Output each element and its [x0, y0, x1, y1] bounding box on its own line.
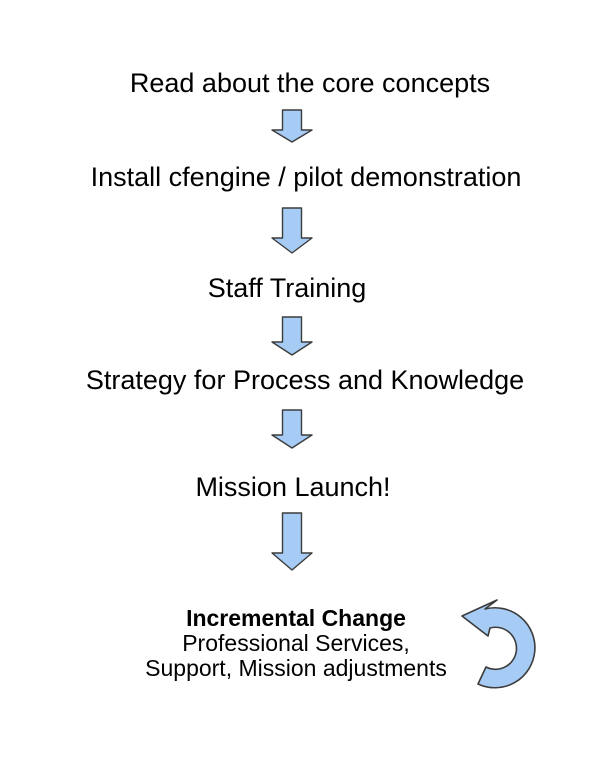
- down-arrow-shape: [271, 109, 313, 143]
- loop-arrow-shape: [461, 599, 536, 689]
- down-arrow-shape: [271, 316, 313, 356]
- loop-arrow-icon: [461, 599, 536, 689]
- down-arrow-icon-2: [271, 207, 313, 254]
- down-arrow-shape: [271, 512, 313, 571]
- final-step-line3: Support, Mission adjustments: [145, 655, 447, 681]
- down-arrow-icon-4: [271, 409, 313, 449]
- down-arrow-shape: [271, 207, 313, 254]
- step-5-label: Mission Launch!: [195, 472, 391, 502]
- down-arrow-icon-5: [271, 512, 313, 571]
- final-step-line2: Professional Services,: [182, 630, 410, 656]
- step-1-label: Read about the core concepts: [129, 68, 491, 98]
- down-arrow-shape: [271, 409, 313, 449]
- step-4-label: Strategy for Process and Knowledge: [85, 365, 525, 395]
- final-step-block: Incremental Change Professional Services…: [0, 606, 596, 681]
- step-2-label: Install cfengine / pilot demonstration: [90, 162, 522, 192]
- final-step-title: Incremental Change: [186, 605, 406, 631]
- down-arrow-icon-3: [271, 316, 313, 356]
- down-arrow-icon-1: [271, 109, 313, 143]
- step-3-label: Staff Training: [207, 273, 367, 303]
